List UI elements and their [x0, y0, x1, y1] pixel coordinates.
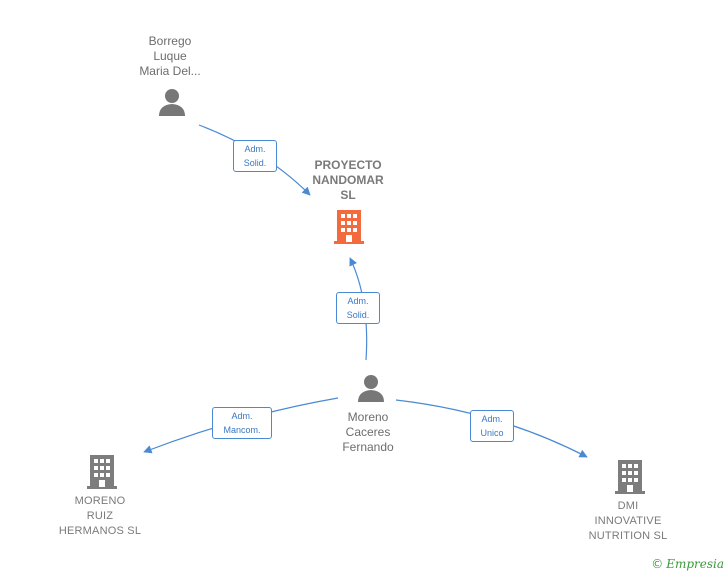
person-icon[interactable]: [159, 89, 185, 116]
edge-label-borrego-proyecto: Adm. Solid.: [233, 140, 277, 172]
person-icon[interactable]: [358, 375, 384, 402]
edge-label-moreno-dmi: Adm. Unico: [470, 410, 514, 442]
building-icon[interactable]: [615, 460, 645, 494]
node-label-proyecto-nandomar[interactable]: PROYECTO NANDOMAR SL: [312, 158, 384, 202]
brand-name: Empresia: [666, 557, 724, 571]
node-label-moreno-caceres[interactable]: Moreno Caceres Fernando: [342, 410, 394, 454]
building-icon[interactable]: [87, 455, 117, 489]
edge-label-moreno-proyecto: Adm. Solid.: [336, 292, 380, 324]
copyright-icon: ©: [651, 557, 664, 571]
edge-label-moreno-ruiz: Adm. Mancom.: [212, 407, 272, 439]
brand-watermark: ©Empresia: [651, 557, 724, 571]
building-icon[interactable]: [334, 210, 364, 244]
node-label-moreno-ruiz-hermanos[interactable]: MORENO RUIZ HERMANOS SL: [58, 495, 142, 537]
node-label-dmi-innovative[interactable]: DMI INNOVATIVE NUTRITION SL: [588, 500, 668, 542]
node-label-borrego[interactable]: Borrego Luque Maria Del...: [139, 34, 201, 78]
